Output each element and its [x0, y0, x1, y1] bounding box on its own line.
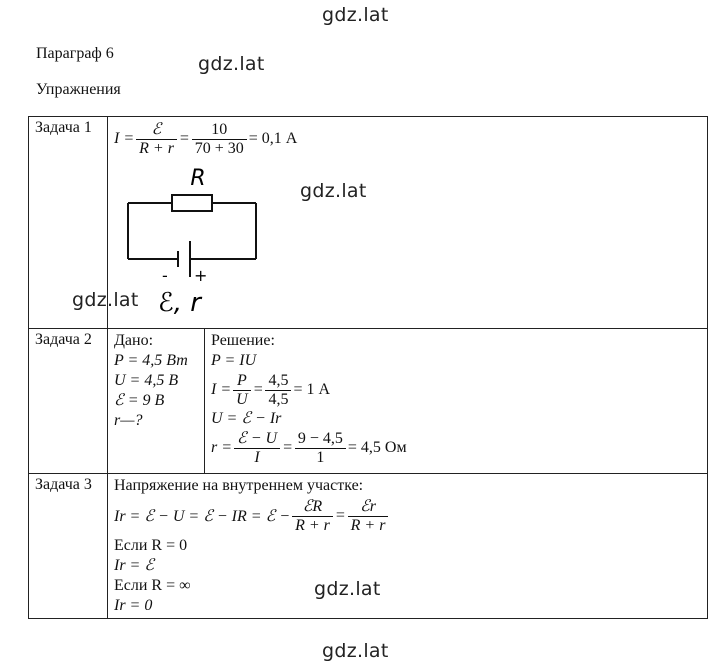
task1-fraction-1: ℰ R + r [136, 121, 177, 158]
line2-fraction-2: 4,5 4,5 [265, 372, 292, 409]
exercise-table: Задача 1 I = ℰ R + r = 10 70 + 30 = 0,1 … [28, 116, 708, 619]
task2-given: Дано: P = 4,5 Вт U = 4,5 В ℰ = 9 В r—? [107, 328, 205, 474]
task3-intro: Напряжение на внутреннем участке: [114, 477, 364, 494]
task1-eq: = [178, 130, 190, 147]
line2-eq: = [252, 381, 264, 398]
task1-f1-num: ℰ [136, 121, 177, 140]
given-title: Дано: [114, 332, 154, 349]
line4-eq: = [282, 439, 293, 456]
line4-f1-den: I [254, 448, 260, 466]
task1-f2-den: 70 + 30 [194, 139, 244, 157]
line4-result: = 4,5 Ом [347, 439, 407, 456]
resistor-label: R [190, 166, 205, 191]
source-label: ℰ, r [158, 288, 203, 318]
task1-f2-num: 10 [191, 121, 247, 140]
line2-result: = 1 А [293, 381, 331, 398]
task1-lhs: I = [114, 130, 135, 147]
task3-result1: Ir = ℰ [114, 557, 155, 574]
given-unknown: r—? [114, 412, 143, 429]
task3-f1-num: ℰR [292, 498, 333, 517]
task3-f2-den: R + r [350, 516, 386, 534]
solution-line2: I = P U = 4,5 4,5 = 1 А [211, 371, 701, 409]
line2-f1-num: P [233, 372, 251, 391]
task3-case2: Если R = ∞ [114, 577, 191, 594]
task3-fraction-1: ℰR R + r [292, 498, 333, 535]
line4-f2-den: 1 [316, 448, 325, 466]
solution-title: Решение: [211, 332, 275, 349]
task2-solution: Решение: P = IU I = P U = 4,5 4,5 = 1 А … [204, 328, 708, 474]
solution-line1: P = IU [211, 352, 257, 369]
solution-line3: U = ℰ − Ir [211, 410, 282, 427]
task1-formula: I = ℰ R + r = 10 70 + 30 = 0,1 А [114, 119, 701, 159]
task3-eq: = [334, 507, 346, 524]
task3-fraction-2: ℰr R + r [347, 498, 389, 535]
minus-sign: - [162, 266, 168, 285]
task2-row: Задача 2 Дано: P = 4,5 Вт U = 4,5 В ℰ = … [28, 328, 708, 474]
task1-fraction-2: 10 70 + 30 [191, 121, 247, 158]
task1-f1-den: R + r [139, 139, 174, 157]
resistor-icon [171, 194, 213, 212]
section-title: Упражнения [36, 81, 121, 98]
paragraph-title: Параграф 6 [36, 45, 114, 62]
task3-label: Задача 3 [28, 473, 108, 619]
task1-content: I = ℰ R + r = 10 70 + 30 = 0,1 А [107, 116, 708, 329]
task1-result: = 0,1 А [248, 130, 298, 147]
given-voltage: U = 4,5 В [114, 372, 179, 389]
task3-row: Задача 3 Напряжение на внутреннем участк… [28, 473, 708, 619]
task1-row: Задача 1 I = ℰ R + r = 10 70 + 30 = 0,1 … [28, 116, 708, 329]
task3-content: Напряжение на внутреннем участке: Ir = ℰ… [107, 473, 708, 619]
task2-label: Задача 2 [28, 328, 108, 474]
line4-f1-num: ℰ − U [234, 430, 281, 449]
line4-f2-num: 9 − 4,5 [294, 430, 346, 449]
line2-f2-num: 4,5 [265, 372, 292, 391]
watermark-top: gdz.lat [322, 4, 389, 26]
line2-lhs: I = [211, 381, 232, 398]
task1-label: Задача 1 [28, 116, 108, 329]
given-emf: ℰ = 9 В [114, 392, 165, 409]
task3-f1-den: R + r [295, 516, 330, 534]
task3-result2: Ir = 0 [114, 597, 153, 614]
line4-fraction-2: 9 − 4,5 1 [294, 430, 346, 467]
watermark-header: gdz.lat [198, 53, 265, 75]
task3-f2-num: ℰr [347, 498, 389, 517]
line2-fraction-1: P U [233, 372, 251, 409]
line4-lhs: r = [211, 439, 233, 456]
given-power: P = 4,5 Вт [114, 352, 188, 369]
watermark-bottom: gdz.lat [322, 640, 389, 662]
circuit-diagram: R - + ℰ, r [127, 166, 257, 318]
task3-equation: Ir = ℰ − U = ℰ − IR = ℰ − ℰR R + r = ℰr … [114, 496, 701, 536]
task3-case1: Если R = 0 [114, 537, 188, 554]
solution-line4: r = ℰ − U I = 9 − 4,5 1 = 4,5 Ом [211, 429, 701, 467]
plus-sign: + [194, 266, 207, 285]
task3-eq-lhs: Ir = ℰ − U = ℰ − IR = ℰ − [114, 508, 291, 525]
line2-f1-den: U [236, 390, 248, 408]
line2-f2-den: 4,5 [268, 390, 289, 408]
line4-fraction-1: ℰ − U I [234, 430, 281, 467]
